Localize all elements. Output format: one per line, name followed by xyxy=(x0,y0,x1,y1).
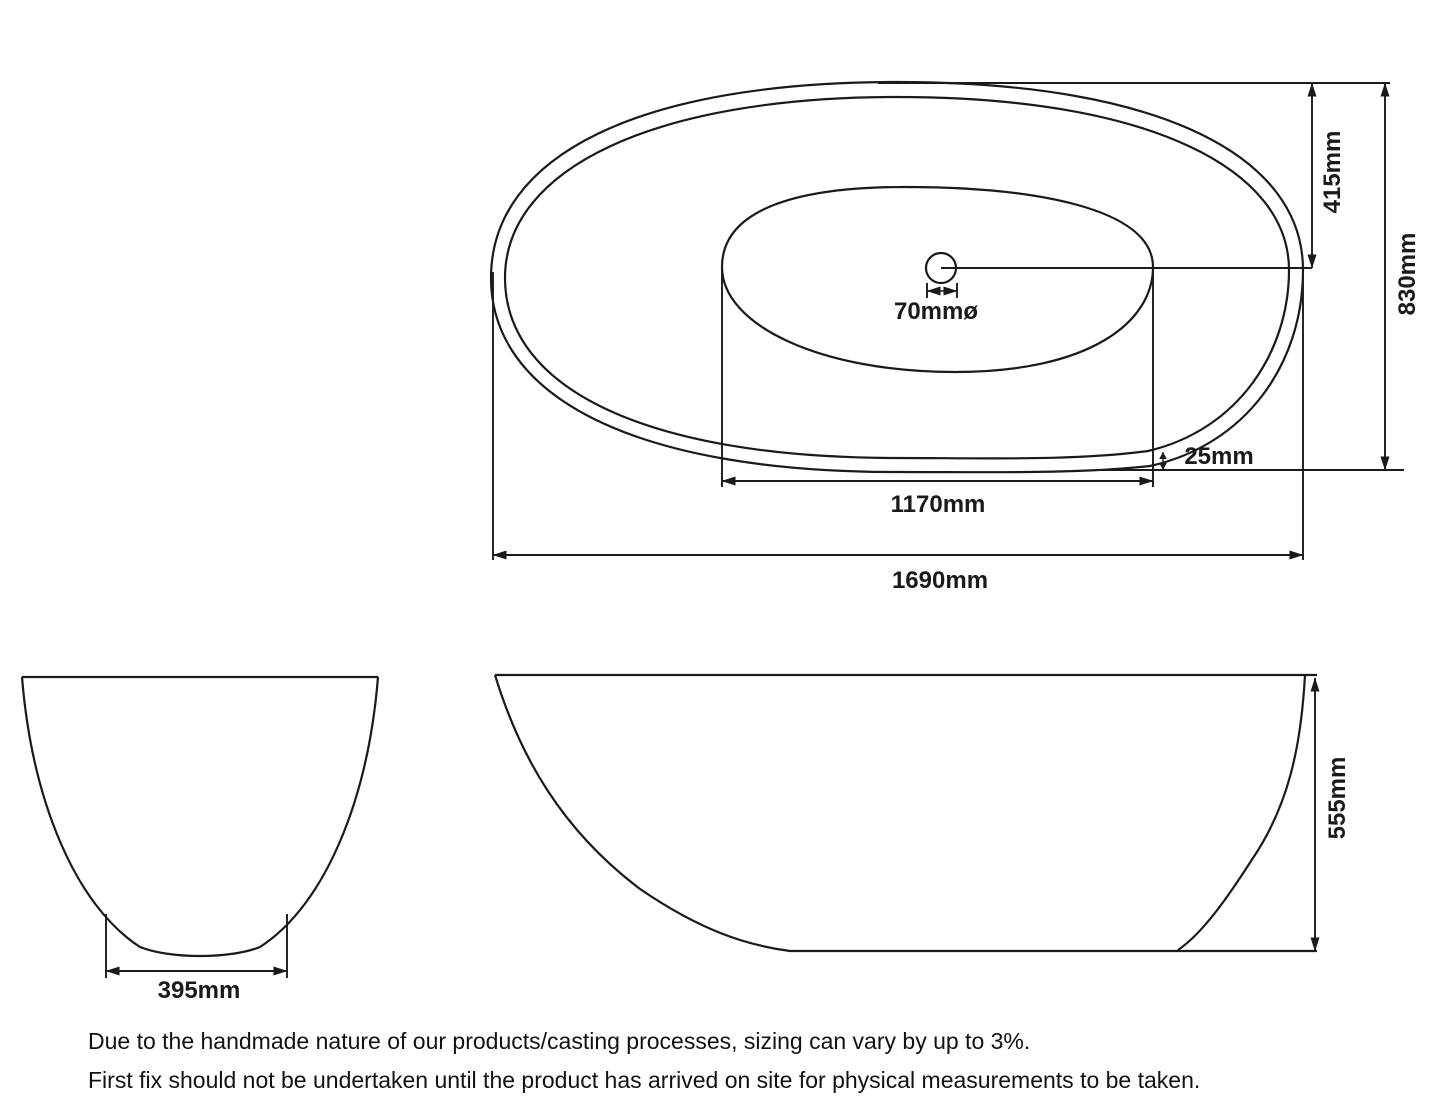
note-first-fix: First fix should not be undertaken until… xyxy=(88,1067,1201,1093)
side-view xyxy=(493,673,1320,953)
side-view-left-edge xyxy=(493,674,791,953)
rim-gap-arrow-down xyxy=(1159,463,1167,470)
side-view-right-edge xyxy=(1177,674,1307,951)
top-view xyxy=(489,80,1404,560)
dim-label-25mm: 25mm xyxy=(1184,443,1254,470)
note-sizing-variance: Due to the handmade nature of our produc… xyxy=(88,1028,1031,1054)
rim-gap-arrow-up xyxy=(1159,452,1167,459)
dim-label-395mm: 395mm xyxy=(157,977,241,1004)
tub-inner-rim xyxy=(503,95,1291,460)
end-view-body xyxy=(20,676,380,958)
dim-label-70mm-drain: 70mmø xyxy=(893,298,979,325)
tub-outer-outline xyxy=(489,80,1305,474)
dim-label-415mm: 415mm xyxy=(1319,130,1346,214)
dim-label-830mm: 830mm xyxy=(1394,232,1421,316)
end-view xyxy=(20,675,380,978)
dim-label-1690mm: 1690mm xyxy=(891,567,989,594)
dim-label-555mm: 555mm xyxy=(1324,756,1351,840)
dim-label-1170mm: 1170mm xyxy=(890,491,986,518)
